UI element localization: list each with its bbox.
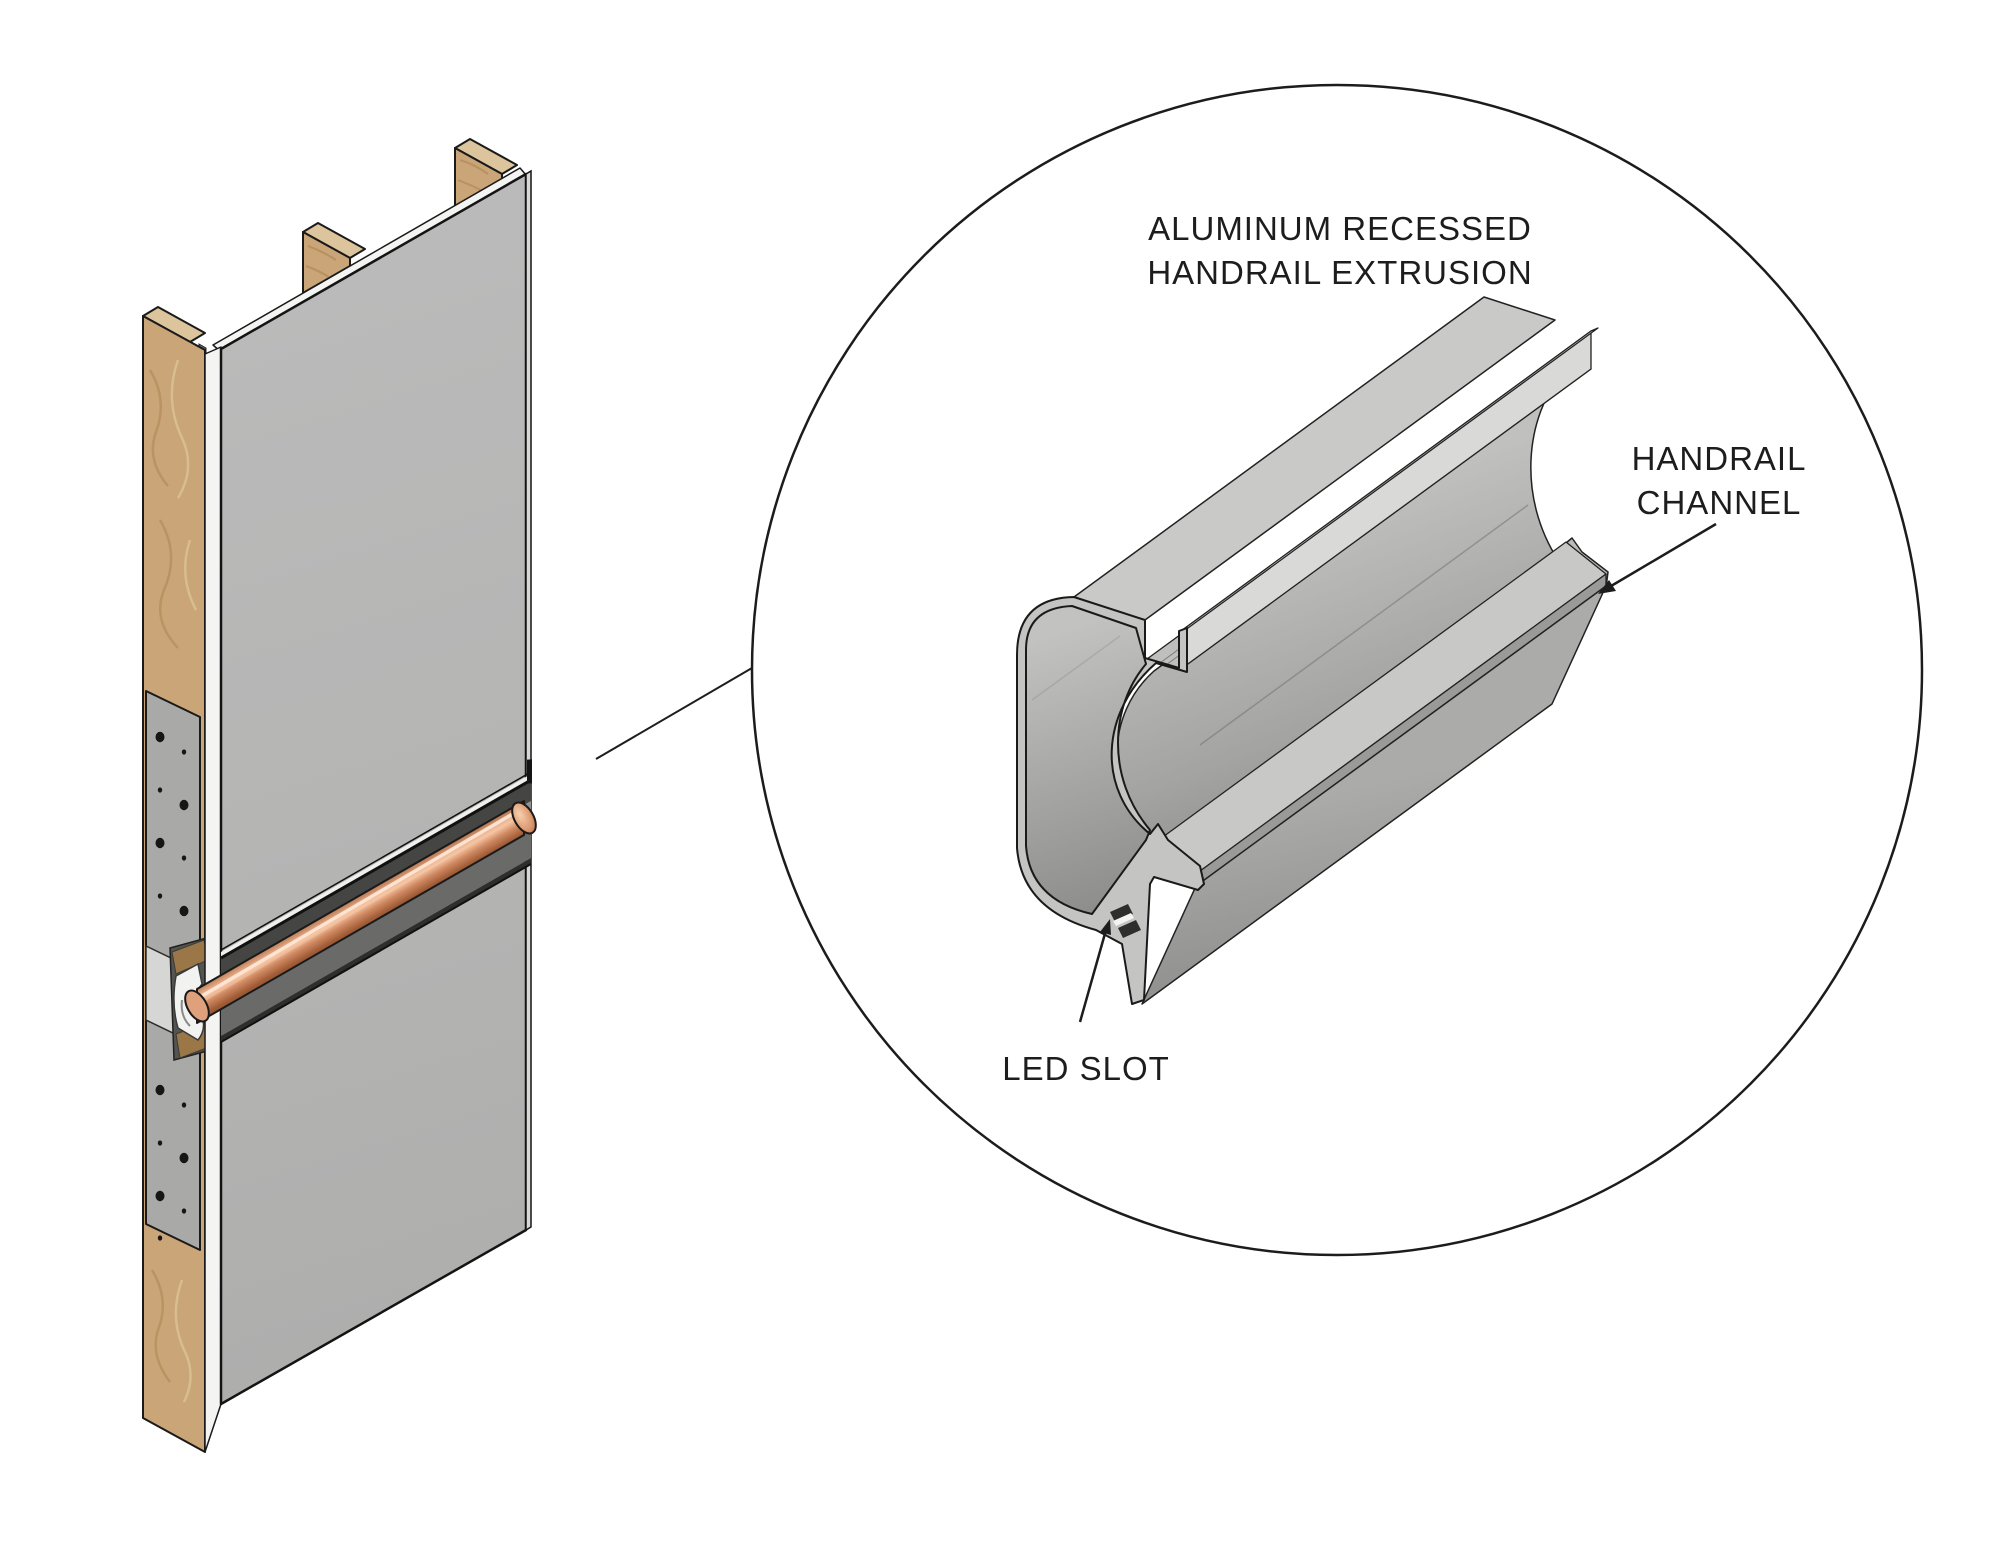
front-cut-face xyxy=(1016,596,1205,1005)
handrail-channel-label-line2: CHANNEL xyxy=(1637,484,1802,521)
recess-end-cap xyxy=(527,759,532,784)
led-slot-label: LED SLOT xyxy=(1002,1050,1170,1087)
annotations: ALUMINUM RECESSED HANDRAIL EXTRUSION HAN… xyxy=(1002,210,1807,1087)
detail-title-line1: ALUMINUM RECESSED xyxy=(1148,210,1532,247)
wood-stud-middle xyxy=(302,222,366,294)
drywall-panel-right-edge xyxy=(525,169,532,1232)
handrail-channel-label-line1: HANDRAIL xyxy=(1632,440,1807,477)
detail-leader-line xyxy=(595,667,753,760)
handrail-end-cap-right xyxy=(511,801,537,835)
handrail-end-cap-left xyxy=(184,989,210,1023)
wood-stud-right xyxy=(454,138,518,210)
wood-grain xyxy=(148,359,198,1403)
handrail-channel-arrow xyxy=(1598,522,1717,594)
mounting-fin-face xyxy=(1141,585,1607,1005)
drywall-panel xyxy=(219,172,528,1406)
led-slot-arrow xyxy=(1078,919,1111,1023)
copper-handrail xyxy=(184,800,537,1024)
plate-holes xyxy=(155,731,189,1241)
wall-assembly xyxy=(142,138,537,1453)
aluminum-extrusion xyxy=(1016,296,1609,1005)
led-slot xyxy=(1110,904,1141,938)
front-cavity-interior xyxy=(1026,606,1150,914)
detail-title-line2: HANDRAIL EXTRUSION xyxy=(1147,254,1532,291)
gypsum-edge-left xyxy=(204,346,222,1453)
